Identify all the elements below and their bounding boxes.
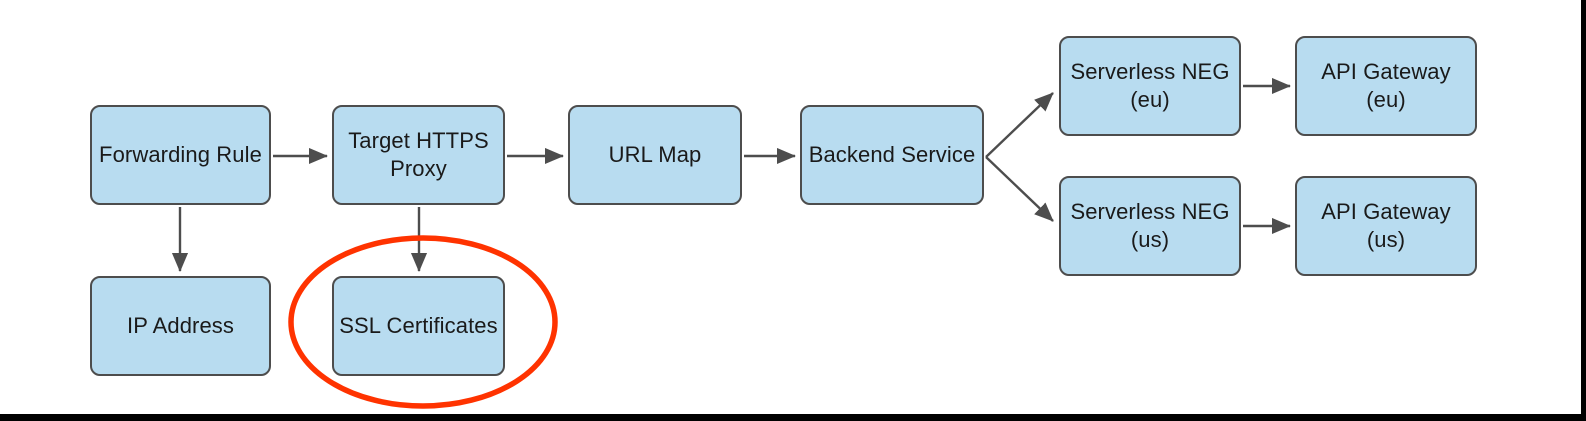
node-url-map[interactable]: URL Map xyxy=(568,105,742,205)
node-target-https-proxy[interactable]: Target HTTPS Proxy xyxy=(332,105,505,205)
node-ssl-certificates[interactable]: SSL Certificates xyxy=(332,276,505,376)
ssl-certificates-highlight-ellipse xyxy=(288,235,558,409)
node-api-gateway-us[interactable]: API Gateway (us) xyxy=(1295,176,1477,276)
node-ip-address[interactable]: IP Address xyxy=(90,276,271,376)
connector-backend-service-to-serverless-neg-eu xyxy=(985,92,1054,158)
node-forwarding-rule[interactable]: Forwarding Rule xyxy=(90,105,271,205)
connector-backend-service-to-serverless-neg-us xyxy=(985,156,1054,222)
node-serverless-neg-us[interactable]: Serverless NEG (us) xyxy=(1059,176,1241,276)
node-backend-service[interactable]: Backend Service xyxy=(800,105,984,205)
canvas-bottom-border xyxy=(0,414,1586,421)
node-serverless-neg-eu[interactable]: Serverless NEG (eu) xyxy=(1059,36,1241,136)
node-api-gateway-eu[interactable]: API Gateway (eu) xyxy=(1295,36,1477,136)
canvas-right-border xyxy=(1581,0,1586,421)
